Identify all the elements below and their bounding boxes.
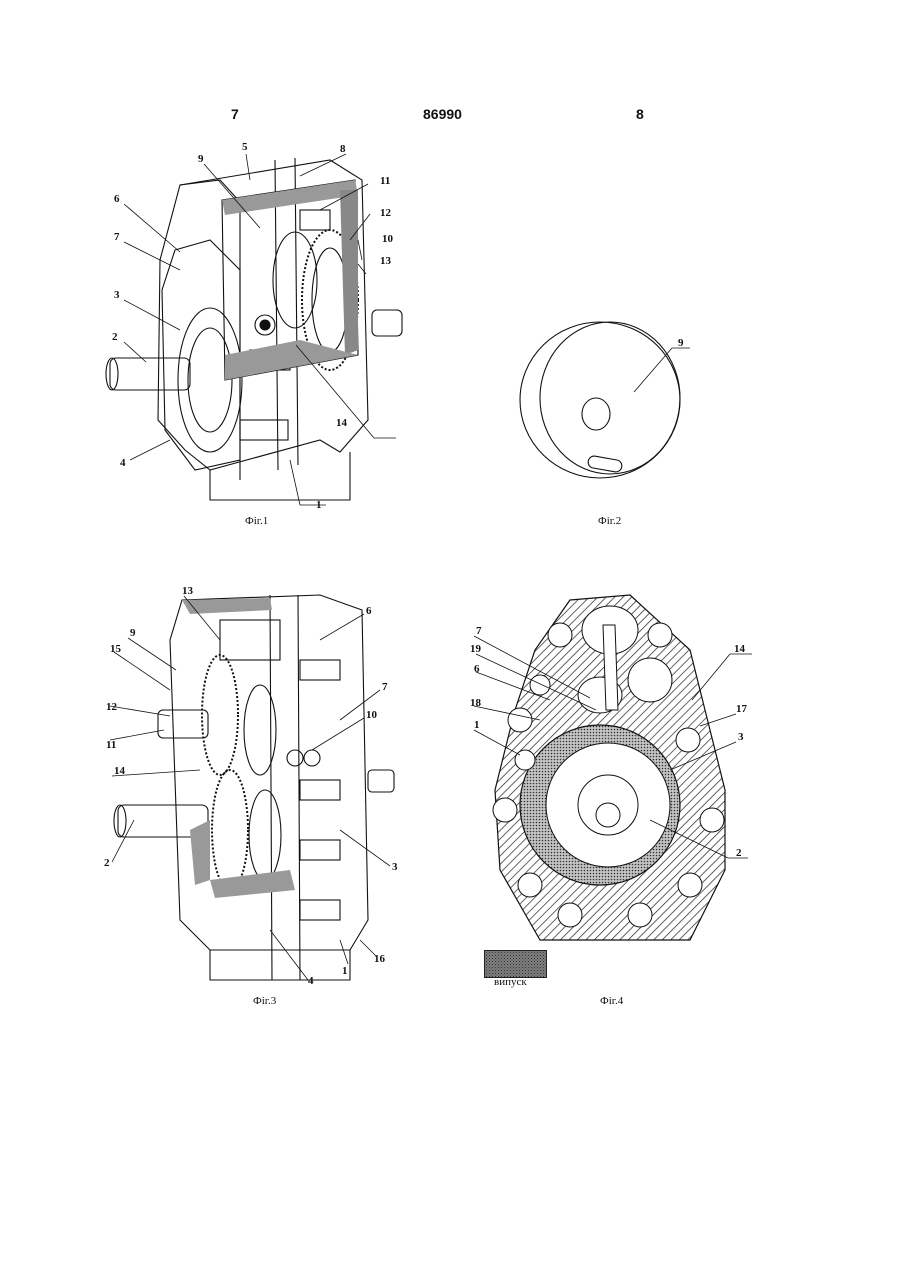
fig3-label: 4 <box>308 975 314 987</box>
page-number-right: 8 <box>636 106 644 122</box>
figure-4-drawing: 7 19 6 18 1 14 17 3 2 <box>460 590 760 950</box>
fig1-label: 12 <box>380 207 392 219</box>
fig4-label: 6 <box>474 663 480 675</box>
fig4-label: 3 <box>738 731 744 743</box>
fig1-label: 5 <box>242 141 248 153</box>
exhaust-legend-label: випуск <box>494 976 527 988</box>
fig3-label: 10 <box>366 709 378 721</box>
fig1-label: 11 <box>380 175 390 187</box>
fig1-label: 7 <box>114 231 120 243</box>
figure-4-caption: Фіг.4 <box>600 995 623 1007</box>
fig4-label: 2 <box>736 847 742 859</box>
fig3-label: 11 <box>106 739 116 751</box>
fig1-label: 9 <box>198 153 204 165</box>
fig3-label: 7 <box>382 681 388 693</box>
fig3-label: 6 <box>366 605 372 617</box>
page-number-left: 7 <box>231 106 239 122</box>
figure-2-caption: Фіг.2 <box>598 515 621 527</box>
fig1-label: 6 <box>114 193 120 205</box>
fig1-label: 13 <box>380 255 392 267</box>
fig3-label: 13 <box>182 585 194 597</box>
fig1-label: 14 <box>336 417 348 429</box>
fig3-label: 3 <box>392 861 398 873</box>
fig3-label: 1 <box>342 965 348 977</box>
figure-3-caption: Фіг.3 <box>253 995 276 1007</box>
fig3-label: 16 <box>374 953 386 965</box>
fig3-label: 9 <box>130 627 136 639</box>
fig1-label: 3 <box>114 289 120 301</box>
fig4-label: 1 <box>474 719 480 731</box>
fig4-label: 17 <box>736 703 748 715</box>
figure-1-drawing: 14 2 3 7 6 4 5 9 8 11 12 10 13 1 <box>100 140 420 520</box>
fig4-label: 19 <box>470 643 482 655</box>
fig4-label: 18 <box>470 697 482 709</box>
fig1-label: 1 <box>316 499 322 511</box>
fig3-label: 2 <box>104 857 110 869</box>
fig1-label: 8 <box>340 143 346 155</box>
patent-number: 86990 <box>423 106 462 122</box>
figure-3-drawing: 13 9 15 12 11 14 2 6 7 10 3 4 1 16 <box>100 580 420 990</box>
exhaust-legend-swatch <box>484 950 547 978</box>
figure-1-caption: Фіг.1 <box>245 515 268 527</box>
fig4-label: 7 <box>476 625 482 637</box>
fig1-label: 2 <box>112 331 118 343</box>
fig2-label: 9 <box>678 337 684 349</box>
fig3-label: 14 <box>114 765 126 777</box>
figure-2-drawing: 9 <box>510 320 710 490</box>
fig4-label: 14 <box>734 643 746 655</box>
fig1-label: 10 <box>382 233 394 245</box>
fig3-label: 12 <box>106 701 118 713</box>
fig1-label: 4 <box>120 457 126 469</box>
fig3-label: 15 <box>110 643 122 655</box>
